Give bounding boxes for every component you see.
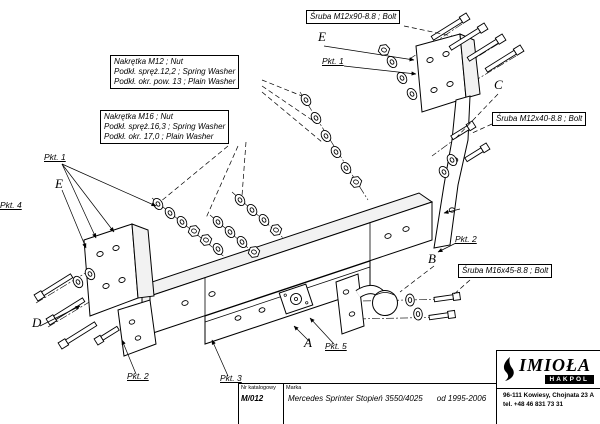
vehicle-model-years: od 1995-2006 xyxy=(436,394,487,403)
marker-e-top: E xyxy=(318,29,326,44)
brand-subname: HAKPOL xyxy=(544,375,594,384)
lower-support-plate xyxy=(117,299,157,357)
label-pkt4: Pkt. 4 xyxy=(0,200,22,210)
catalog-number-header: Nr katalogowy xyxy=(241,385,276,391)
marker-c: C xyxy=(494,77,503,92)
callout-bolt-m12x90: Śruba M12x90-8.8 ; Bolt xyxy=(306,10,401,24)
socket-plate xyxy=(278,283,314,315)
hakpol-logo-icon xyxy=(503,357,514,381)
label-pkt2-bottom: Pkt. 2 xyxy=(127,371,149,381)
title-block-brand-column: Marka Mercedes Sprinter Stopień 3550/402… xyxy=(284,384,497,424)
vehicle-model-name: Mercedes Sprinter Stopień 3550/4025 xyxy=(288,394,423,403)
manufacturer-address: 96-111 Kowiesy, Chojnata 23 A xyxy=(503,392,594,399)
callout-m12-hardware: Nakrętka M12 ; Nut Podkł. spręż.12,2 ; S… xyxy=(110,55,240,89)
title-block-catalog-column: Nr katalogowy M/012 xyxy=(239,384,284,424)
brand-name: IMIOŁA xyxy=(519,355,592,375)
vehicle-model: Mercedes Sprinter Stopień 3550/4025 od 19… xyxy=(284,391,497,403)
label-pkt5: Pkt. 5 xyxy=(325,341,347,351)
callout-bolt-m12x40: Śruba M12x40-8.8 ; Bolt xyxy=(492,112,587,126)
left-bracket xyxy=(83,223,155,317)
marker-e-left: E xyxy=(55,176,63,191)
catalog-number-value: M/012 xyxy=(241,394,264,403)
callout-m16-nut: Nakrętka M16 ; Nut xyxy=(104,112,173,121)
tow-ball xyxy=(335,273,398,335)
callout-bolt-m16x45: Śruba M16x45-8.8 ; Bolt xyxy=(458,264,553,278)
brand-header: Marka xyxy=(286,385,302,391)
label-pkt3: Pkt. 3 xyxy=(220,373,242,383)
label-pkt2-right: Pkt. 2 xyxy=(455,234,477,244)
manufacturer-block: IMIOŁA HAKPOL 96-111 Kowiesy, Chojnata 2… xyxy=(496,350,600,424)
marker-d: D xyxy=(32,315,42,330)
title-block: Nr katalogowy M/012 Marka Mercedes Sprin… xyxy=(238,383,497,424)
marker-a: A xyxy=(304,335,312,350)
callout-m16-hardware: Nakrętka M16 ; Nut Podkł. spręż.16,3 ; S… xyxy=(100,110,230,144)
label-pkt1-top: Pkt. 1 xyxy=(322,56,344,66)
label-pkt1-left: Pkt. 1 xyxy=(44,152,66,162)
top-bracket xyxy=(415,33,481,113)
pointer-arrows xyxy=(39,45,461,377)
callout-m12-nut: Nakrętka M12 ; Nut xyxy=(114,57,183,66)
callout-leader-lines xyxy=(159,25,499,297)
marker-b: B xyxy=(428,251,436,266)
manufacturer-phone: tel. +48 46 831 73 31 xyxy=(503,400,564,408)
callout-m12-plain-washer: Podkł. okr. pow. 13 ; Plain Washer xyxy=(114,77,236,86)
callout-m12-spring-washer: Podkł. spręż.12,2 ; Spring Washer xyxy=(114,67,236,76)
callout-m16-spring-washer: Podkł. spręż.16,3 ; Spring Washer xyxy=(104,122,226,131)
callout-m16-plain-washer: Podkł. okr. 17,0 ; Plain Washer xyxy=(104,132,214,141)
brand-row: IMIOŁA HAKPOL xyxy=(497,351,600,389)
